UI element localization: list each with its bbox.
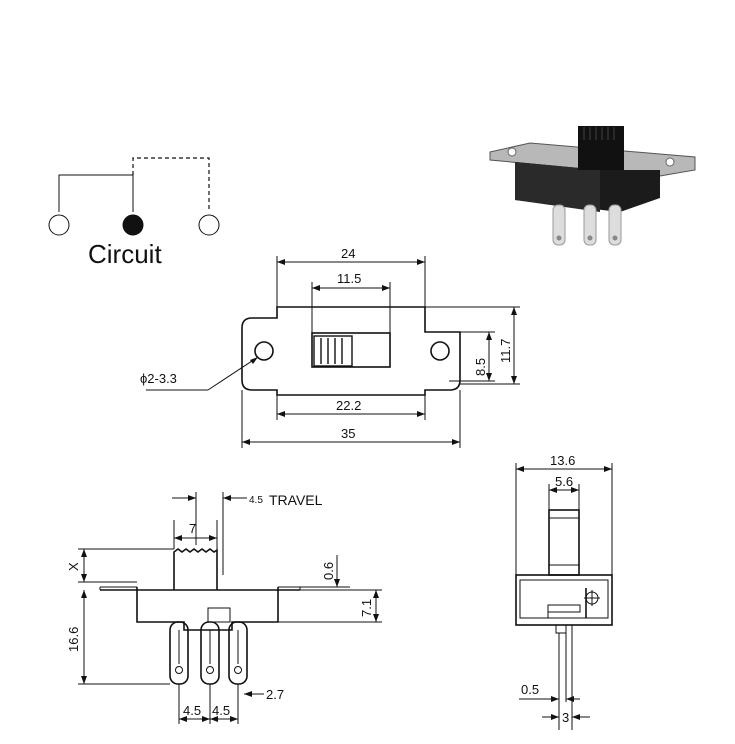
circuit-schematic: Circuit [48, 157, 220, 269]
travel-value: 4.5 [249, 495, 263, 506]
dim-x: X [66, 562, 81, 571]
travel-label: TRAVEL [269, 492, 323, 508]
dim-2-7: 2.7 [266, 687, 284, 702]
dim-8-5: 8.5 [473, 358, 488, 376]
terminal-common [122, 214, 144, 236]
switch-photo [489, 126, 696, 246]
dim-11-7: 11.7 [498, 339, 513, 363]
dim-0-6: 0.6 [321, 562, 336, 580]
circuit-label: Circuit [88, 239, 162, 269]
dim-hole-diameter: ϕ2-3.3 [140, 371, 177, 386]
dim-7-1: 7.1 [359, 599, 374, 617]
dim-11-5: 11.5 [337, 271, 361, 286]
dim-pitch-2: 4.5 [212, 703, 230, 718]
dim-0-5: 0.5 [521, 682, 539, 697]
dim-24: 24 [341, 246, 355, 261]
dim-16-6: 16.6 [66, 627, 81, 652]
mount-hole-left [254, 341, 274, 361]
top-view: 24 11.5 22.2 35 8.5 11.7 [140, 246, 520, 448]
terminal-right [198, 214, 220, 236]
dim-pitch-1: 4.5 [183, 703, 201, 718]
dim-22-2: 22.2 [336, 398, 361, 413]
dim-35: 35 [341, 426, 355, 441]
dim-knob-7: 7 [189, 521, 196, 536]
side-view: 7 4.5 TRAVEL X 16.6 0.6 7.1 [66, 492, 382, 724]
terminal-left [48, 214, 70, 236]
dim-5-6: 5.6 [555, 474, 573, 489]
end-view: 13.6 5.6 0.5 3 [515, 453, 613, 730]
mount-hole-right [430, 341, 450, 361]
dim-3: 3 [562, 710, 569, 725]
dim-13-6: 13.6 [550, 453, 575, 468]
